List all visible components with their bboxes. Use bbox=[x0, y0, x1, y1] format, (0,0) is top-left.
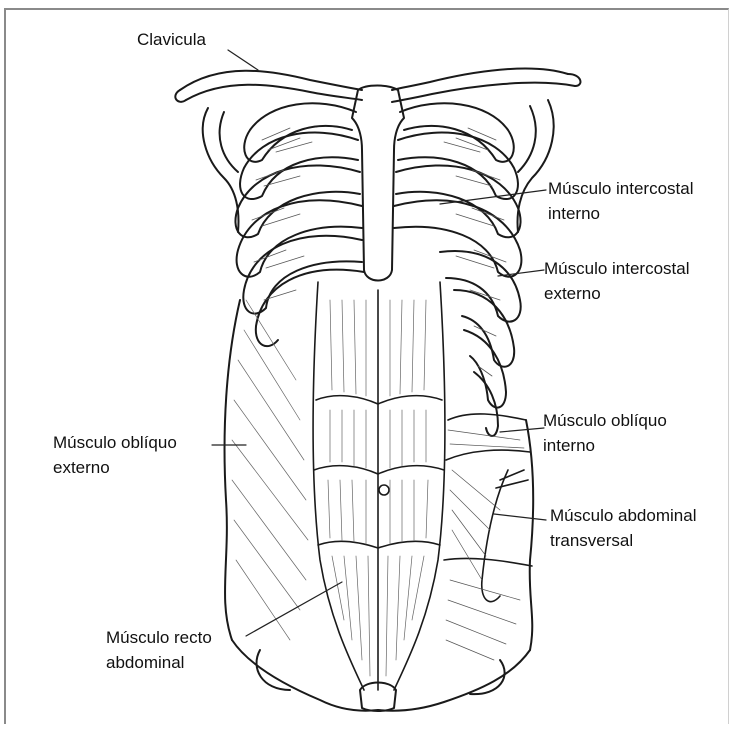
label-clavicula: Clavicula bbox=[137, 27, 206, 52]
label-recto-abdominal: Músculo recto abdominal bbox=[106, 625, 212, 675]
label-recto-abdominal-line1: Músculo recto bbox=[106, 625, 212, 650]
label-obliquo-interno-line1: Músculo oblíquo bbox=[543, 408, 667, 433]
label-abdominal-transversal-line1: Músculo abdominal bbox=[550, 503, 696, 528]
label-intercostal-interno-line1: Músculo intercostal bbox=[548, 176, 694, 201]
label-intercostal-interno: Músculo intercostal interno bbox=[548, 176, 694, 226]
label-intercostal-externo-line1: Músculo intercostal bbox=[544, 256, 690, 281]
label-obliquo-externo-line1: Músculo oblíquo bbox=[53, 430, 177, 455]
leader-abdominal-transversal bbox=[494, 514, 546, 520]
ribs-left bbox=[235, 103, 364, 346]
torso-outline bbox=[225, 300, 534, 711]
label-obliquo-externo-line2: externo bbox=[53, 455, 177, 480]
label-intercostal-externo: Músculo intercostal externo bbox=[544, 256, 690, 306]
leader-obliquo-interno bbox=[500, 428, 544, 432]
leader-clavicula bbox=[228, 50, 258, 70]
ribs-right bbox=[394, 103, 521, 436]
label-intercostal-interno-line2: interno bbox=[548, 201, 694, 226]
label-obliquo-interno: Músculo oblíquo interno bbox=[543, 408, 667, 458]
right-muscle-fibers bbox=[446, 430, 524, 660]
sternum bbox=[352, 86, 404, 281]
internal-oblique-transversus bbox=[444, 414, 532, 602]
label-obliquo-externo: Músculo oblíquo externo bbox=[53, 430, 177, 480]
label-abdominal-transversal: Músculo abdominal transversal bbox=[550, 503, 696, 553]
scapulae bbox=[203, 100, 554, 232]
label-clavicula-text: Clavicula bbox=[137, 27, 206, 52]
label-abdominal-transversal-line2: transversal bbox=[550, 528, 696, 553]
leader-recto-abdominal bbox=[246, 582, 342, 636]
external-oblique-fibers bbox=[232, 300, 308, 640]
label-recto-abdominal-line2: abdominal bbox=[106, 650, 212, 675]
label-obliquo-interno-line2: interno bbox=[543, 433, 667, 458]
label-intercostal-externo-line2: externo bbox=[544, 281, 690, 306]
